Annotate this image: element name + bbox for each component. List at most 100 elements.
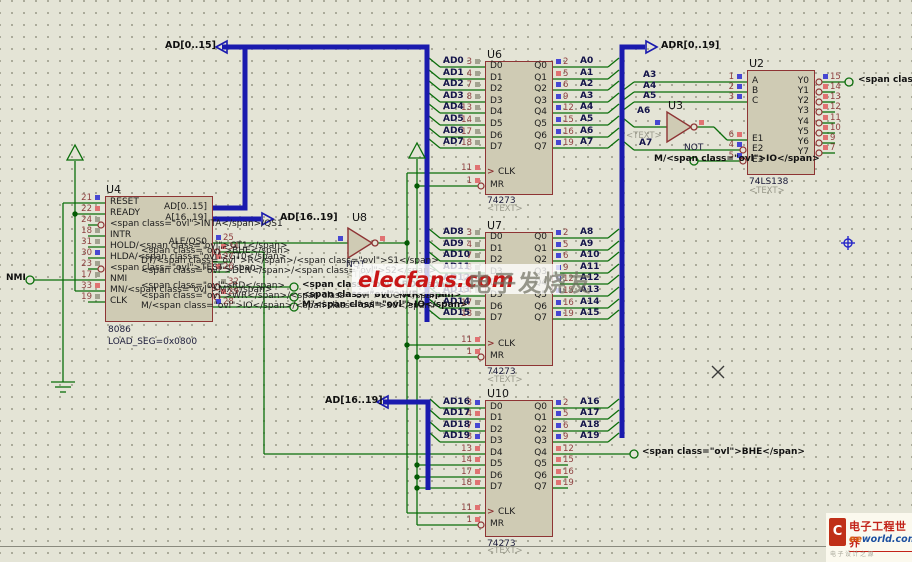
pin-label: CLK: [498, 339, 516, 349]
wire[interactable]: [428, 251, 441, 262]
pin-label: Q3: [534, 436, 547, 446]
wire[interactable]: [428, 298, 441, 309]
wire[interactable]: [428, 69, 441, 80]
pin-state-square: [475, 480, 480, 485]
wire[interactable]: [607, 228, 620, 239]
pin-state-square: [556, 446, 561, 451]
wire[interactable]: [607, 127, 620, 138]
wire[interactable]: [428, 92, 441, 103]
wire[interactable]: [607, 274, 620, 285]
chip-u4[interactable]: [105, 196, 213, 322]
pin-number: 32: [228, 277, 239, 287]
pin-label: AD[0..15]: [163, 202, 207, 212]
wire[interactable]: [607, 263, 620, 274]
chip-u2[interactable]: [747, 70, 815, 175]
wire[interactable]: [607, 138, 620, 149]
terminal-icon[interactable]: [289, 302, 299, 312]
inversion-bubble-icon: [477, 182, 485, 190]
terminal-icon[interactable]: [289, 282, 299, 292]
wire[interactable]: [607, 240, 620, 251]
pin-label: Q0: [534, 402, 547, 412]
terminal-icon[interactable]: [844, 77, 854, 87]
pin-label: <span class="ovl">WR</span>/<span class=…: [141, 291, 445, 301]
pin-state-square: [95, 261, 100, 266]
pin-number: 15: [830, 72, 841, 82]
pin-state-square: [475, 423, 480, 428]
pin-label: D5: [490, 119, 503, 129]
wire[interactable]: [607, 309, 620, 320]
wire[interactable]: [607, 115, 620, 126]
pin-number: 18: [461, 138, 472, 148]
wire[interactable]: [607, 432, 620, 443]
pin-number: 16: [563, 127, 574, 137]
wire[interactable]: [622, 140, 635, 151]
bus[interactable]: [222, 44, 430, 322]
watermark-background: [352, 264, 560, 294]
wire[interactable]: [607, 398, 620, 409]
net-label: AD5: [443, 114, 464, 124]
wire[interactable]: [428, 127, 441, 138]
wire[interactable]: [607, 421, 620, 432]
wire[interactable]: [429, 398, 441, 409]
inversion-bubble-icon: [97, 265, 105, 273]
wire[interactable]: [428, 309, 441, 320]
wire[interactable]: [713, 126, 728, 141]
wire[interactable]: [607, 92, 620, 103]
chip-ref-u4: U4: [106, 183, 122, 196]
wire[interactable]: [607, 80, 620, 91]
watermark-brand: elecfans.com: [358, 268, 514, 292]
wire[interactable]: [428, 57, 441, 68]
gate-type-label: NOT: [684, 143, 704, 153]
junction-dot: [404, 342, 410, 348]
wire[interactable]: [607, 103, 620, 114]
wire[interactable]: [607, 251, 620, 262]
pin-label: D2: [490, 425, 503, 435]
inversion-bubble-icon: [815, 139, 823, 147]
pin-state-square: [95, 228, 100, 233]
terminal-icon[interactable]: [689, 156, 699, 166]
pin-number: 5: [563, 409, 569, 419]
pin-label: DT/<span class="ovl">R</span>/<span clas…: [141, 256, 439, 266]
wire[interactable]: [607, 69, 620, 80]
pin-number: 16: [563, 298, 574, 308]
gate-u3-not[interactable]: [666, 110, 693, 144]
pin-number: 13: [461, 103, 472, 113]
wire[interactable]: [428, 138, 441, 149]
wire[interactable]: [607, 57, 620, 68]
gate-u8-not[interactable]: [347, 226, 374, 260]
terminal-icon[interactable]: [25, 275, 35, 285]
wire[interactable]: [428, 103, 441, 114]
pin-label: NMI: [110, 274, 128, 284]
bus-arrow-icon: [261, 211, 275, 227]
wire[interactable]: [428, 228, 441, 239]
net-label: A14: [580, 297, 600, 307]
wire[interactable]: [429, 409, 441, 420]
bus[interactable]: [213, 49, 248, 211]
chip-u10[interactable]: [485, 400, 553, 537]
net-label: AD3: [443, 91, 464, 101]
terminal-icon[interactable]: [629, 449, 639, 459]
pin-number: 24: [81, 215, 92, 225]
wire[interactable]: [429, 421, 441, 432]
wire[interactable]: [428, 80, 441, 91]
net-label: A18: [580, 420, 600, 430]
bus[interactable]: [619, 44, 645, 438]
pin-label: Q1: [534, 413, 547, 423]
chip-u6[interactable]: [485, 61, 553, 195]
inversion-bubble-icon: [477, 353, 485, 361]
terminal-icon[interactable]: [289, 292, 299, 302]
pin-label: Y5: [797, 127, 809, 137]
wire[interactable]: [607, 298, 620, 309]
pin-label: Q7: [534, 482, 547, 492]
logo-title: 电子工程世界: [849, 518, 912, 552]
wire[interactable]: [428, 115, 441, 126]
bus[interactable]: [383, 399, 431, 490]
wire[interactable]: [428, 240, 441, 251]
wire[interactable]: [429, 432, 441, 443]
wire[interactable]: [622, 117, 635, 128]
chip-u7[interactable]: [485, 232, 553, 366]
pin-label: D0: [490, 232, 503, 242]
pin-number: 14: [461, 455, 472, 465]
wire[interactable]: [607, 286, 620, 297]
wire[interactable]: [607, 409, 620, 420]
